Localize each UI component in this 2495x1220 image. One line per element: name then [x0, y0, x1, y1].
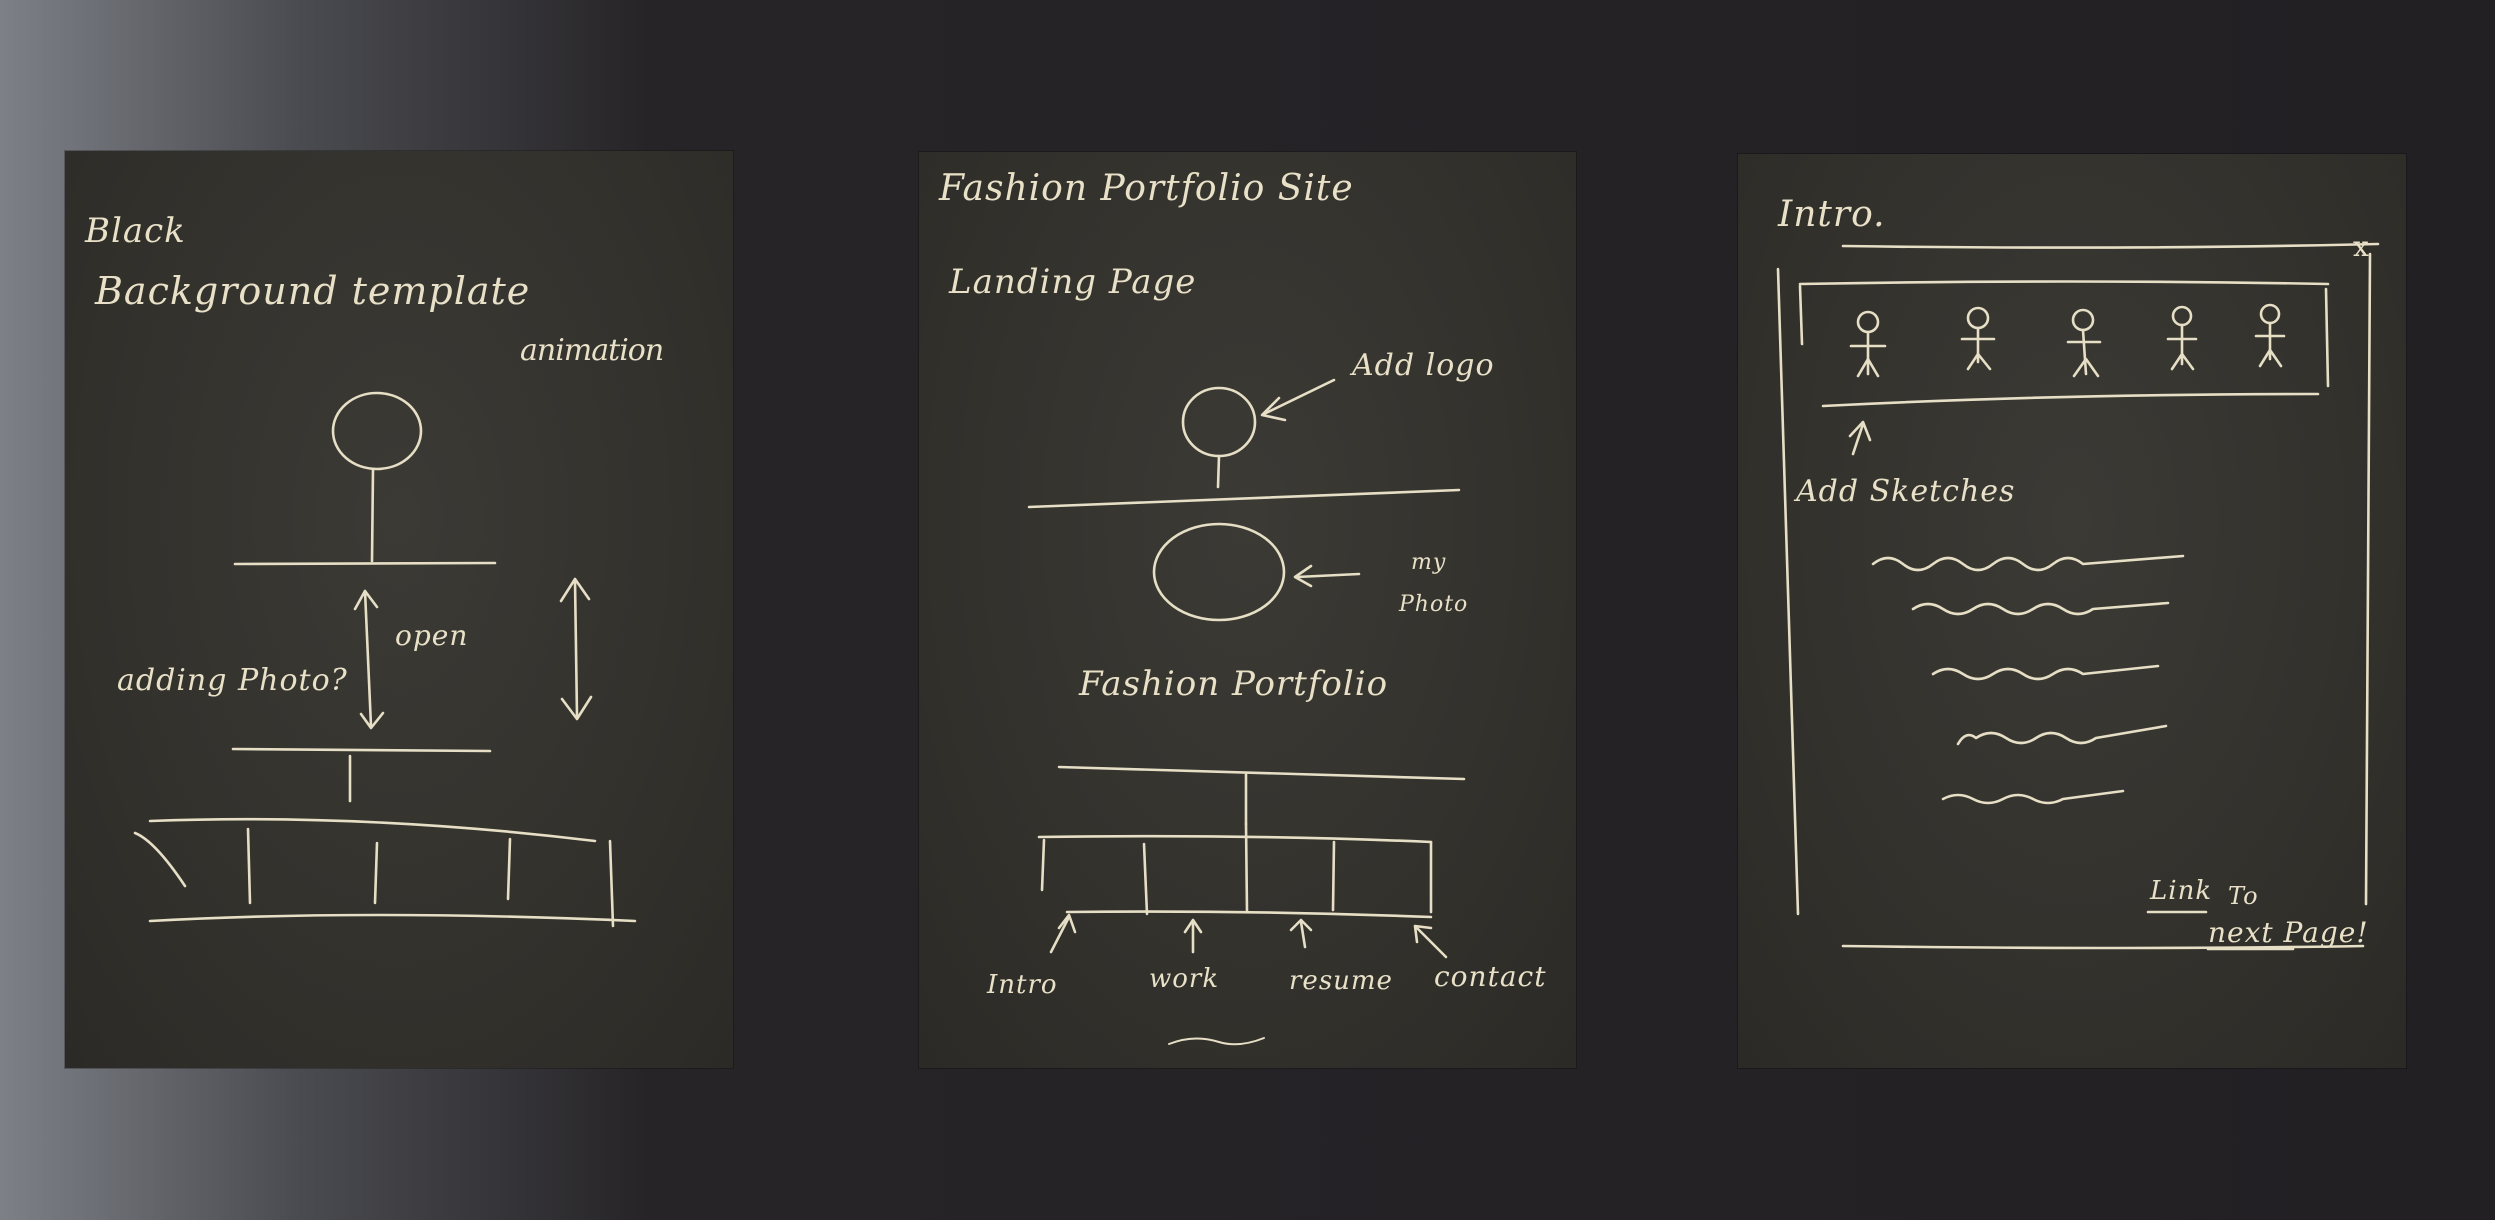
sketch-drawing-landing-page: [1027, 378, 1466, 1046]
intro-frame-right: [2364, 252, 2372, 906]
open-arrow-tail: [359, 711, 385, 730]
nav-arrow-resume: [1299, 920, 1307, 949]
landing-nav-top-divider: [1057, 765, 1466, 781]
landing-top-divider: [1027, 488, 1461, 509]
stick-figure-3: [2066, 308, 2102, 378]
stick-figure-4: [2166, 305, 2198, 371]
nav-label-work: work: [1149, 964, 1220, 994]
open-arrow-label: open: [395, 619, 469, 652]
sketch-strip-bottom: [1821, 392, 2320, 408]
nav-divider-1: [246, 827, 252, 905]
add-logo-arrowhead: [1260, 396, 1287, 422]
landing-nav-divider-3: [1331, 840, 1336, 912]
open-arrow-shaft: [363, 589, 373, 728]
nav-bar-left-curl: [133, 831, 187, 888]
panel2-title-line1: Fashion Portfolio Site: [939, 168, 1354, 209]
top-divider-line: [233, 561, 497, 566]
sketch-strip-right: [2324, 287, 2330, 388]
my-photo-arrowhead: [1293, 564, 1313, 588]
panel1-animation-note: animation: [520, 333, 664, 368]
nav-bar-top: [148, 817, 597, 843]
bottom-scribble: [1168, 1037, 1265, 1046]
landing-logo-circle: [1181, 386, 1257, 458]
double-arrow-shaft: [573, 579, 579, 718]
stick-figure-5: [2254, 303, 2286, 368]
link-note-line2: To: [2228, 882, 2259, 910]
close-icon[interactable]: x: [2353, 230, 2370, 263]
logo-stem: [370, 467, 375, 563]
nav-divider-3: [506, 837, 512, 901]
add-logo-arrow: [1262, 378, 1336, 416]
double-arrow-bottom-head: [560, 695, 593, 721]
nav-divider-2: [373, 841, 379, 905]
add-sketches-arrowhead: [1848, 420, 1872, 442]
my-photo-circle: [1152, 522, 1286, 622]
my-photo-note-line2: Photo: [1399, 592, 1469, 617]
sketch-strip-top: [1798, 280, 2330, 286]
stick-figure-1: [1849, 310, 1887, 378]
landing-nav-left-edge: [1040, 838, 1046, 892]
nav-bar-right-edge: [608, 839, 615, 928]
intro-page-title: Intro.: [1778, 194, 1886, 235]
nav-arrowhead-intro: [1057, 913, 1077, 934]
text-squiggle-1: [1871, 554, 2185, 572]
landing-site-name: Fashion Portfolio: [1079, 664, 1389, 704]
my-photo-arrow: [1295, 572, 1361, 579]
add-sketches-arrow: [1851, 422, 1865, 456]
sketch-drawing-intro-page: [1776, 242, 2380, 951]
my-photo-note-line1: my: [1411, 550, 1447, 575]
landing-nav-divider-2: [1244, 822, 1249, 914]
nav-arrowhead-contact: [1413, 924, 1433, 944]
add-logo-note: Add logo: [1352, 348, 1495, 383]
add-sketches-note: Add Sketches: [1796, 474, 2016, 509]
panel2-title-line2: Landing Page: [949, 262, 1197, 302]
open-arrow-head: [353, 589, 379, 611]
adding-photo-note: adding Photo?: [117, 663, 348, 698]
intro-frame-left: [1776, 267, 1800, 916]
intro-frame-top: [1841, 242, 2380, 249]
nav-label-intro: Intro: [987, 970, 1058, 1000]
nav-arrowhead-resume: [1289, 918, 1313, 932]
nav-label-resume: resume: [1289, 966, 1393, 996]
lower-divider-line: [231, 747, 492, 753]
landing-logo-stem: [1216, 454, 1221, 489]
sketch-panel-intro-page: Intro. x Add Sketches Link To next Page!: [1738, 154, 2406, 1068]
text-squiggle-2: [1911, 601, 2170, 616]
nav-arrow-intro: [1049, 915, 1071, 954]
nav-label-contact: contact: [1434, 960, 1547, 993]
text-squiggle-4: [1956, 724, 2168, 746]
sketch-panel-background-template: Black Background template animation open…: [65, 151, 733, 1068]
sketch-strip-left: [1798, 284, 1804, 346]
logo-circle: [331, 391, 423, 471]
link-note-line3[interactable]: next Page!: [2208, 916, 2369, 949]
landing-nav-divider-1: [1142, 842, 1149, 916]
link-note-line1[interactable]: Link: [2150, 876, 2213, 906]
landing-nav-bar-bottom: [1065, 910, 1433, 919]
intro-frame-bottom: [1841, 944, 2365, 950]
nav-bar-bottom: [148, 913, 637, 923]
stick-figure-2: [1960, 306, 1996, 371]
landing-nav-bar-top: [1037, 834, 1433, 844]
text-squiggle-3: [1931, 664, 2160, 681]
nav-arrow-contact: [1414, 925, 1448, 959]
nav-arrowhead-work: [1183, 918, 1203, 934]
sketch-panel-landing-page: Fashion Portfolio Site Landing Page Add …: [919, 152, 1576, 1068]
double-arrow-top-head: [559, 577, 591, 603]
panel1-title-line2: Background template: [95, 269, 531, 313]
panel1-title-line1: Black: [85, 211, 186, 251]
text-squiggle-5: [1941, 789, 2125, 805]
sketch-drawing-background-template: [133, 391, 637, 928]
